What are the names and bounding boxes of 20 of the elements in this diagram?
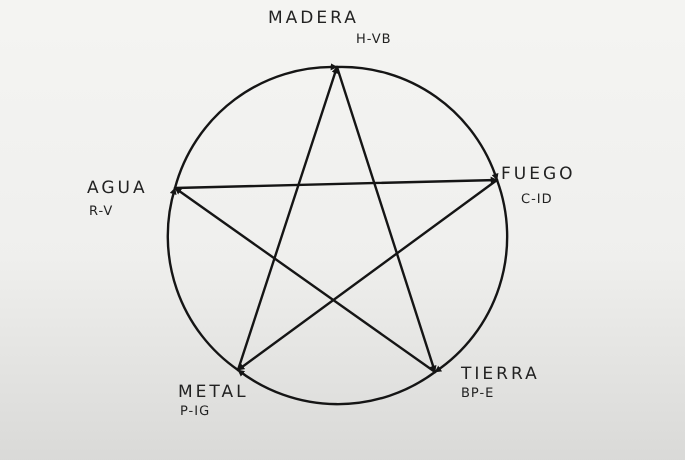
element-name: METAL [178,381,249,404]
arrow [174,186,436,374]
arrow [174,176,498,190]
element-name: FUEGO [501,163,576,186]
organ-label: R-V [89,203,114,221]
arrow [236,66,338,372]
arrow [166,186,240,372]
arrow [336,66,436,374]
arrow [434,178,508,374]
arrow [174,64,338,190]
element-name: AGUA [87,177,148,200]
arrow [236,178,498,372]
organ-label: P-IG [180,403,210,421]
organ-label: BP-E [461,385,494,403]
arrow [336,66,498,182]
element-name: MADERA [268,7,359,30]
organ-label: H-VB [356,31,392,49]
arrow [236,368,436,406]
element-name: TIERRA [461,363,540,386]
organ-label: C-ID [521,191,553,209]
